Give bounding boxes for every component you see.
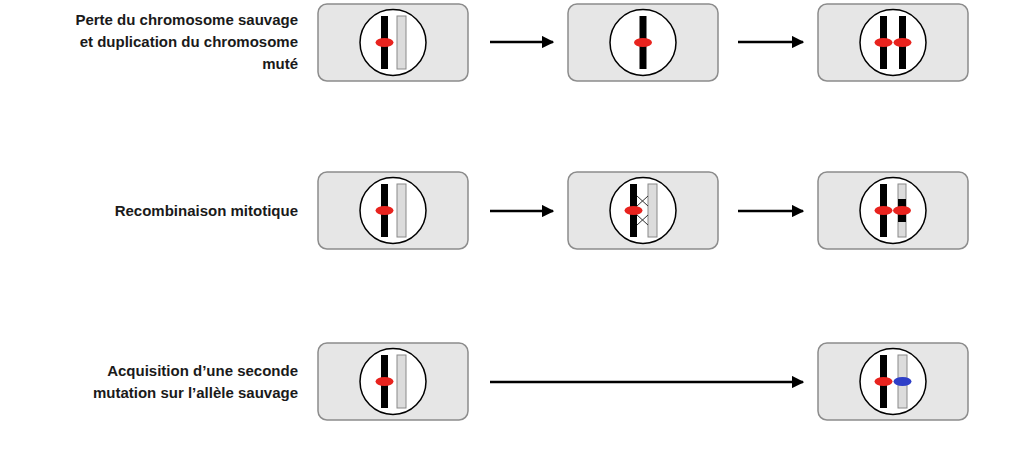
cell [568,4,718,81]
mutation [376,206,394,215]
cell-body [818,172,968,249]
row-label: Recombinaison mitotique [58,200,298,222]
arrow [490,381,803,384]
cell [318,4,468,81]
mutation [376,377,394,386]
mutation [875,377,893,386]
cell-body [818,343,968,420]
arrow [490,210,553,213]
cell-body [318,343,468,420]
arrow [490,41,553,44]
mutation [376,38,394,47]
row-label: Perte du chromosome sauvage et duplicati… [58,9,298,75]
arrow [738,41,803,44]
mutation [893,206,911,215]
mutation [625,206,643,215]
row-label: Acquisition d’une seconde mutation sur l… [58,360,298,404]
cell-body [568,172,718,249]
cell [818,4,968,81]
cell-body [818,4,968,81]
cell [568,172,718,249]
mutation [875,38,893,47]
wild-chromosome [397,16,406,69]
crossover-line [637,196,648,206]
cell-body [318,172,468,249]
wild-chromosome [648,184,657,237]
arrow [738,210,803,213]
wild-chromosome [397,184,406,237]
mutation [894,38,912,47]
cell [318,172,468,249]
second-mutation [894,377,912,386]
crossover-line [637,215,648,225]
crossover-line [637,196,648,206]
cell-body [318,4,468,81]
mutation [634,38,652,47]
mutation [875,206,893,215]
crossover-line [637,215,648,225]
cell-body [568,4,718,81]
wild-chromosome [397,355,406,408]
cell [818,343,968,420]
cell [818,172,968,249]
cell [318,343,468,420]
